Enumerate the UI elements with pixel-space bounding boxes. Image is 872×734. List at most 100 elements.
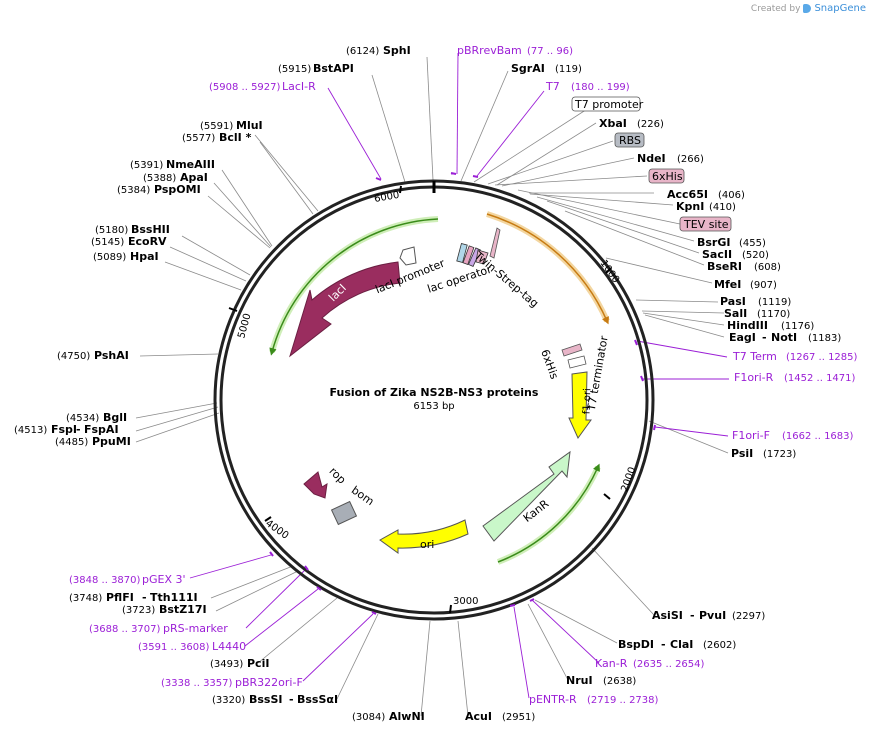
primer-pbr322ori-f[interactable]: (3338 .. 3357)pBR322ori-F bbox=[161, 676, 303, 689]
enzyme-mfei[interactable]: MfeI(907) bbox=[714, 278, 777, 291]
enzyme-asisi-pvui[interactable]: AsiSI-PvuI(2297) bbox=[652, 609, 765, 622]
primer-name: pBR322ori-F bbox=[235, 676, 303, 689]
enzyme-alwni[interactable]: (3084)AlwNI bbox=[352, 710, 425, 723]
enzyme-acc65i[interactable]: Acc65I(406) bbox=[667, 188, 745, 201]
primer-range: (2635 .. 2654) bbox=[633, 659, 705, 670]
primer-laci-r[interactable]: (5908 .. 5927)LacI-R bbox=[209, 80, 316, 93]
enzyme-name: EcoRV bbox=[128, 235, 167, 248]
primer-f1ori-r[interactable]: F1ori-R(1452 .. 1471) bbox=[734, 371, 856, 384]
rop-label: rop bbox=[326, 465, 348, 487]
enzyme-pspomi[interactable]: (5384) PspOMI bbox=[117, 183, 201, 196]
enzyme-acui[interactable]: AcuI(2951) bbox=[465, 710, 535, 723]
primer-f1ori-f[interactable]: F1ori-F(1662 .. 1683) bbox=[732, 429, 854, 442]
primer-name: pENTR-R bbox=[529, 693, 577, 706]
twin-strep-label: Twin-Strep-tag bbox=[471, 249, 541, 311]
feature-box-tev-site[interactable]: TEV site bbox=[679, 216, 732, 232]
orf-arc-orange bbox=[486, 211, 610, 323]
enzyme-apai[interactable]: (5388)ApaI bbox=[143, 171, 208, 184]
primer-prs-marker[interactable]: (3688 .. 3707)pRS-marker bbox=[89, 622, 228, 635]
enzyme-pos: (2951) bbox=[502, 712, 535, 723]
enzyme-name: BssSI bbox=[249, 693, 283, 706]
enzyme-ecorv[interactable]: (5145)EcoRV bbox=[91, 235, 167, 248]
feature-box-6xhis[interactable]: 6xHis bbox=[648, 168, 685, 184]
feature-box-rbs[interactable]: RBS bbox=[614, 132, 645, 148]
primer-range: (3591 .. 3608) bbox=[138, 642, 210, 653]
enzyme-sep: - bbox=[661, 638, 666, 651]
enzyme-name: MluI bbox=[236, 119, 263, 132]
enzyme-pos: (6124) bbox=[346, 46, 379, 57]
primer-kan-r[interactable]: Kan-R(2635 .. 2654) bbox=[595, 657, 705, 670]
enzyme-name: FspI bbox=[51, 423, 77, 436]
primer-t7[interactable]: T7(180 .. 199) bbox=[545, 80, 630, 93]
enzyme-psii[interactable]: PsiI(1723) bbox=[731, 447, 796, 460]
enzyme-sep: - bbox=[762, 331, 767, 344]
enzyme-ppumi[interactable]: (4485)PpuMI bbox=[55, 435, 131, 448]
enzyme-hpai[interactable]: (5089)HpaI bbox=[93, 250, 159, 263]
enzyme-pos: (4513) bbox=[14, 425, 47, 436]
kanr-feature bbox=[482, 450, 571, 542]
enzyme-name: HpaI bbox=[130, 250, 159, 263]
enzyme-bcli[interactable]: (5577)BclI * bbox=[182, 131, 252, 144]
enzyme-pos: (3723) bbox=[122, 605, 155, 616]
enzyme-pos: (4534) bbox=[66, 413, 99, 424]
enzyme-hindiii[interactable]: HindIII(1176) bbox=[727, 319, 814, 332]
enzyme-bseri[interactable]: BseRI (608) bbox=[707, 260, 781, 273]
enzyme-mlui[interactable]: (5591)MluI bbox=[200, 119, 263, 132]
tick-label-1000: 1000 bbox=[598, 258, 622, 285]
enzyme-pasi[interactable]: PasI(1119) bbox=[720, 295, 791, 308]
enzyme-bstz17i[interactable]: (3723) BstZ17I bbox=[122, 603, 207, 616]
primer-pentr-r[interactable]: pENTR-R(2719 .. 2738) bbox=[529, 693, 659, 706]
enzyme-pos: (5915) bbox=[278, 64, 311, 75]
enzyme-pos: (266) bbox=[677, 154, 704, 165]
enzyme-pcii[interactable]: (3493)PciI bbox=[210, 657, 269, 670]
primer-range: (1662 .. 1683) bbox=[782, 431, 854, 442]
enzyme-pos: (608) bbox=[754, 262, 781, 273]
enzyme-name-2: PvuI bbox=[699, 609, 726, 622]
enzyme-pos: (1119) bbox=[758, 297, 791, 308]
enzyme-name: PspOMI bbox=[154, 183, 201, 196]
primer-pgex-3[interactable]: (3848 .. 3870)pGEX 3' bbox=[69, 573, 186, 586]
enzyme-sali[interactable]: SalI(1170) bbox=[724, 307, 790, 320]
f1-ori-feature bbox=[568, 371, 592, 439]
enzyme-pflfi-tth111i[interactable]: (3748)PflFI-Tth111I bbox=[69, 591, 198, 604]
enzyme-bsssi[interactable]: (3320)BssSI-BssSαI bbox=[212, 693, 338, 706]
orf-arc-green-top-line bbox=[269, 218, 439, 356]
feature-box-t7-promoter[interactable]: T7 promoter bbox=[571, 96, 644, 112]
enzyme-bstapi[interactable]: (5915)BstAPI bbox=[278, 62, 354, 75]
enzyme-name: EagI bbox=[729, 331, 756, 344]
primer-range: (1452 .. 1471) bbox=[784, 373, 856, 384]
enzyme-pos: (455) bbox=[739, 238, 766, 249]
enzyme-name: BseRI bbox=[707, 260, 742, 273]
enzyme-name: NmeAIII bbox=[166, 158, 215, 171]
primer-t7-term[interactable]: T7 Term(1267 .. 1285) bbox=[732, 350, 858, 363]
enzyme-nmeaiii[interactable]: (5391)NmeAIII bbox=[130, 158, 215, 171]
enzyme-pos: (5384) bbox=[117, 185, 150, 196]
enzyme-xbai[interactable]: XbaI(226) bbox=[599, 117, 664, 130]
enzyme-pos: (410) bbox=[709, 202, 736, 213]
enzyme-kpni[interactable]: KpnI(410) bbox=[676, 200, 736, 213]
enzyme-name: BstAPI bbox=[313, 62, 354, 75]
enzyme-bsrgi[interactable]: BsrGI(455) bbox=[697, 236, 766, 249]
enzyme-fspi-fspai[interactable]: (4513)FspI-FspAI bbox=[14, 423, 119, 436]
enzyme-bspdi-clai[interactable]: BspDI-ClaI(2602) bbox=[618, 638, 736, 651]
enzyme-bgli[interactable]: (4534)BglI bbox=[66, 411, 127, 424]
enzyme-sacii[interactable]: SacII(520) bbox=[702, 248, 769, 261]
primer-pbrrevbam[interactable]: pBRrevBam(77 .. 96) bbox=[457, 44, 573, 57]
enzyme-bsshii[interactable]: (5180)BssHII bbox=[95, 223, 170, 236]
enzyme-name: PflFI bbox=[106, 591, 134, 604]
credit-text: Created by bbox=[750, 3, 801, 14]
bom-label: bom bbox=[349, 484, 376, 509]
enzyme-name: BstZ17I bbox=[159, 603, 207, 616]
enzyme-sphi[interactable]: (6124)SphI bbox=[346, 44, 411, 57]
f1-ori-label: f1 ori bbox=[582, 388, 594, 414]
primer-range: (1267 .. 1285) bbox=[786, 352, 858, 363]
enzyme-sgrai[interactable]: SgrAI(119) bbox=[511, 62, 582, 75]
enzyme-pos: (5180) bbox=[95, 225, 128, 236]
enzyme-pshai[interactable]: (4750)PshAI bbox=[57, 349, 129, 362]
enzyme-nrui[interactable]: NruI(2638) bbox=[566, 674, 636, 687]
primer-name: pBRrevBam bbox=[457, 44, 522, 57]
enzyme-eagi-noti[interactable]: EagI-NotI(1183) bbox=[729, 331, 841, 344]
enzyme-ndei[interactable]: NdeI(266) bbox=[637, 152, 704, 165]
primer-l4440[interactable]: (3591 .. 3608)L4440 bbox=[138, 640, 246, 653]
orf-arc-green-right-line bbox=[497, 463, 600, 563]
